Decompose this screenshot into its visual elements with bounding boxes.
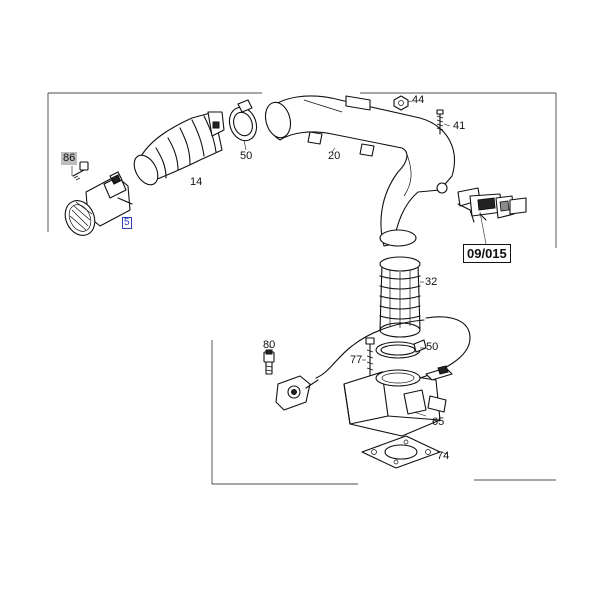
part-65-throttle-housing <box>343 365 453 437</box>
part-41-stud <box>436 109 451 135</box>
part-5-air-mass-sensor <box>64 171 133 236</box>
part-80-sensor <box>263 346 275 375</box>
callout-32: 32 <box>425 276 438 288</box>
part-32-boot <box>379 256 424 338</box>
callout-77: 77 <box>350 354 363 366</box>
part-74-gasket <box>361 435 449 469</box>
frame-lines <box>47 92 557 485</box>
part-50-clamp-top <box>228 99 258 151</box>
callout-5: 5 <box>122 217 132 229</box>
callout-80: 80 <box>263 339 276 351</box>
callout-86: 86 <box>61 152 78 165</box>
callout-20: 20 <box>328 150 341 162</box>
cable-connector-bracket <box>275 375 319 411</box>
part-86-screw <box>71 161 89 181</box>
part-14-bellows <box>133 111 225 186</box>
callout-50-lower: 50 <box>426 341 439 353</box>
part-77-bolt <box>362 337 375 379</box>
part-50-clamp-lower <box>375 339 427 359</box>
part-connector-assembly <box>457 187 527 245</box>
part-44-nut <box>393 95 413 111</box>
part-20-intake-pipe <box>264 95 455 247</box>
callout-65: 65 <box>432 416 445 428</box>
callout-50-top: 50 <box>240 150 253 162</box>
callout-74: 74 <box>437 450 450 462</box>
callout-14: 14 <box>190 176 203 188</box>
callout-41: 41 <box>453 120 466 132</box>
callout-44: 44 <box>412 94 425 106</box>
callout-ref-09-015: 09/015 <box>463 244 511 263</box>
